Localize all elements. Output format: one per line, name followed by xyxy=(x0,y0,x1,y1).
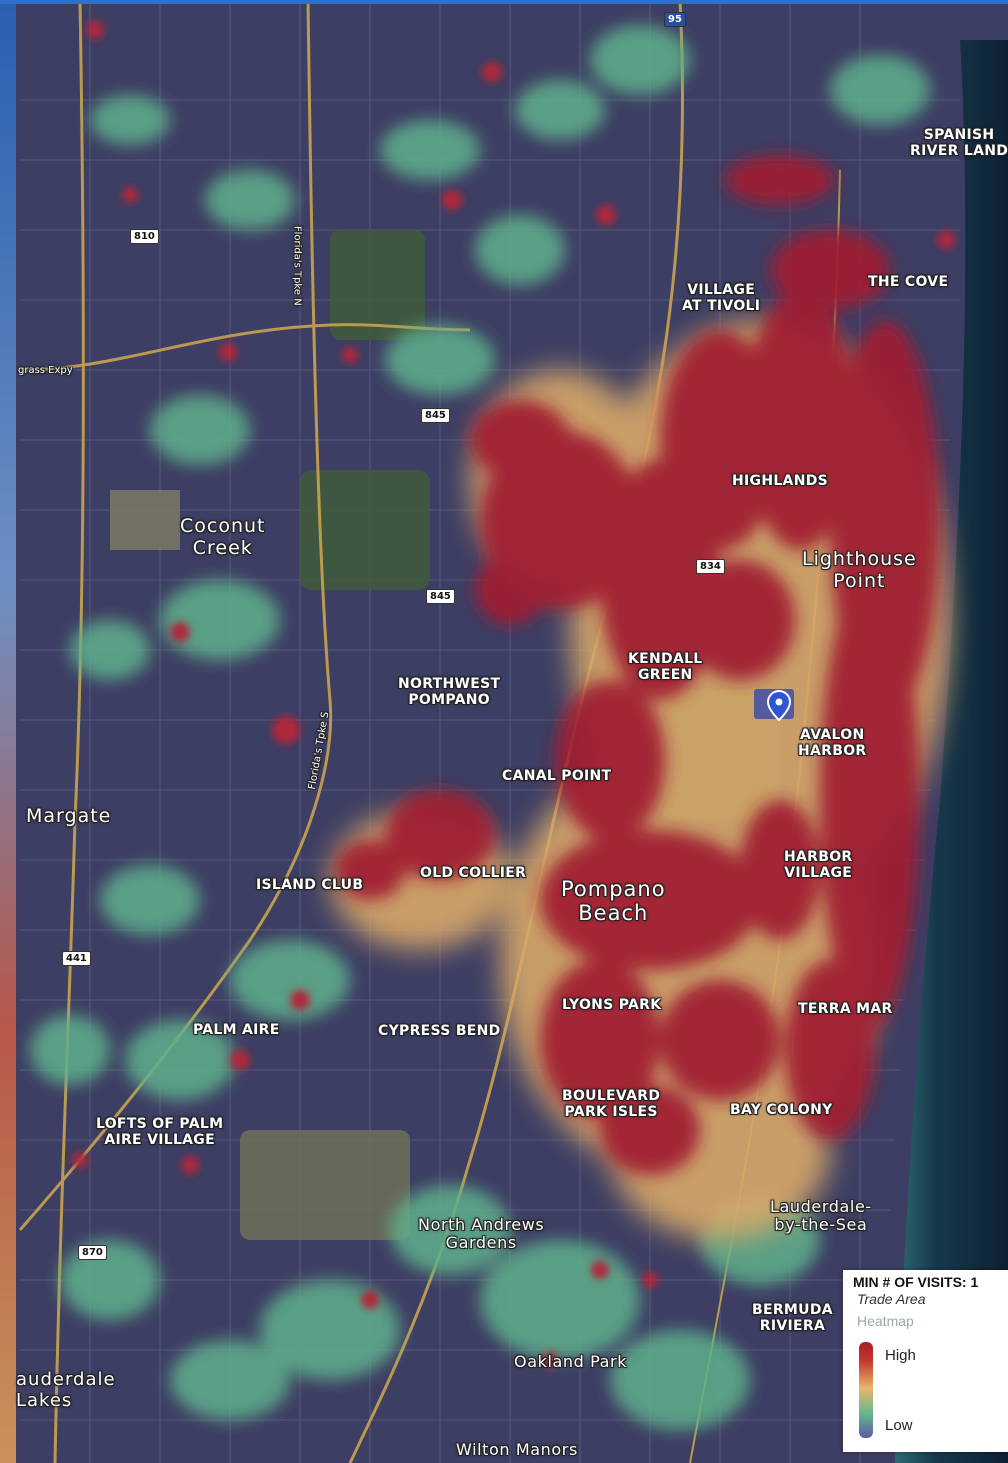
place-palm-aire: PALM AIRE xyxy=(193,1022,280,1038)
road-label-florida-tpke-n: Florida's Tpke N xyxy=(291,225,303,306)
place-wilton-manors: Wilton Manors xyxy=(456,1440,578,1459)
place-harbor-village: HARBOR VILLAGE xyxy=(784,849,853,882)
top-border xyxy=(0,0,1008,4)
legend-low-label: Low xyxy=(885,1417,913,1434)
left-edge-strip xyxy=(0,0,16,1463)
road-shield-845-south: 845 xyxy=(426,589,455,604)
legend-title: MIN # OF VISITS: 1 xyxy=(853,1274,979,1290)
road-shield-834: 834 xyxy=(696,559,725,574)
legend-high-label: High xyxy=(885,1347,916,1364)
road-shield-870: 870 xyxy=(78,1245,107,1260)
road-shield-i95: 95 xyxy=(664,12,686,27)
place-boulevard-park-isles: BOULEVARD PARK ISLES xyxy=(562,1088,661,1121)
place-canal-point: CANAL POINT xyxy=(502,768,612,784)
place-lofts-of-palm-aire-village: LOFTS OF PALM AIRE VILLAGE xyxy=(96,1116,224,1149)
place-lauderdale-by-the-sea: Lauderdale- by-the-Sea xyxy=(770,1197,872,1235)
place-margate: Margate xyxy=(26,805,112,827)
legend-caption: Heatmap xyxy=(857,1313,914,1329)
place-island-club: ISLAND CLUB xyxy=(256,877,364,893)
place-spanish-river-land: SPANISH RIVER LAND xyxy=(910,127,1008,160)
place-kendall-green: KENDALL GREEN xyxy=(628,651,703,684)
road-shield-441: 441 xyxy=(62,951,91,966)
place-northwest-pompano: NORTHWEST POMPANO xyxy=(398,676,501,709)
place-village-at-tivoli: VILLAGE AT TIVOLI xyxy=(682,282,761,315)
heatmap-high xyxy=(335,155,940,1175)
location-pin[interactable] xyxy=(754,689,794,722)
place-lighthouse-point: Lighthouse Point xyxy=(802,548,917,592)
place-terra-mar: TERRA MAR xyxy=(798,1001,893,1017)
legend-color-scale xyxy=(859,1342,873,1438)
place-oakland-park: Oakland Park xyxy=(514,1352,628,1371)
place-bermuda-riviera: BERMUDA RIVIERA xyxy=(752,1302,833,1335)
legend-subtitle: Trade Area xyxy=(857,1291,926,1307)
place-north-andrews-gardens: North Andrews Gardens xyxy=(418,1215,545,1253)
place-cypress-bend: CYPRESS BEND xyxy=(378,1023,501,1039)
place-bay-colony: BAY COLONY xyxy=(730,1102,833,1118)
place-highlands: HIGHLANDS xyxy=(732,473,829,489)
heatmap-legend: MIN # OF VISITS: 1 Trade Area Heatmap Hi… xyxy=(843,1270,1008,1452)
place-the-cove: THE COVE xyxy=(868,274,949,290)
ocean xyxy=(895,40,1008,1463)
road-shield-845: 845 xyxy=(421,408,450,423)
heatmap-hotspots xyxy=(72,21,955,1368)
place-coconut-creek: Coconut Creek xyxy=(180,515,266,559)
road-label-grass-expy: grass Expy xyxy=(18,365,73,376)
place-old-collier: OLD COLLIER xyxy=(420,865,527,881)
place-lyons-park: LYONS PARK xyxy=(562,997,662,1013)
place-lauderdale-lakes: auderdale Lakes xyxy=(16,1369,116,1411)
place-avalon-harbor: AVALON HARBOR xyxy=(798,727,867,760)
place-pompano-beach: Pompano Beach xyxy=(561,877,666,926)
road-shield-810: 810 xyxy=(130,229,159,244)
